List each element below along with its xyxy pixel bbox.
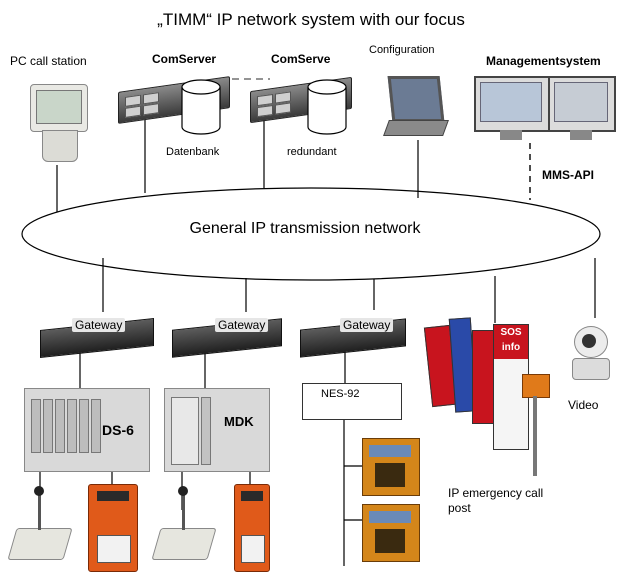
mdk-microphone-console (151, 528, 217, 560)
mdk-rack (164, 388, 270, 472)
mdk-orange-terminal (234, 484, 270, 572)
ds6-mic-head (34, 486, 44, 496)
mdk-mic-head (178, 486, 188, 496)
mms-api-label: MMS-API (542, 168, 594, 182)
emergency-post-2 (362, 504, 420, 562)
sos-pole (533, 396, 537, 476)
gateway3-label: Gateway (340, 318, 394, 332)
nes92-label: NES-92 (321, 388, 360, 400)
network-ellipse (21, 187, 601, 281)
management-monitor-2 (548, 76, 616, 144)
mdk-mic-stem (182, 492, 185, 530)
configuration-label: Configuration (369, 44, 435, 56)
redundant-cylinder (307, 79, 347, 135)
redundant-label: redundant (287, 146, 337, 158)
mdk-label: MDK (224, 414, 254, 429)
ds6-orange-terminal (88, 484, 138, 572)
sos-post-3 (472, 330, 496, 424)
configuration-laptop (383, 76, 449, 140)
ds6-rack (24, 388, 150, 472)
emergency-label: IP emergency call post (448, 486, 544, 515)
pc-call-station-device (28, 84, 90, 166)
diagram-title: „TIMM“ IP network system with our focus (157, 10, 465, 29)
comserver1-label: ComServer (152, 52, 217, 66)
comserver2-label: ComServe (271, 52, 331, 66)
video-label: Video (568, 398, 599, 412)
ds6-label: DS-6 (102, 422, 134, 438)
video-camera (570, 318, 610, 382)
gateway1-label: Gateway (72, 318, 126, 332)
management-monitor-1 (474, 76, 550, 144)
sos-pole-box (522, 374, 550, 398)
pc-call-station-label: PC call station (10, 54, 87, 68)
sos-info-sign: SOS info (494, 325, 528, 359)
ds6-microphone-console (7, 528, 73, 560)
gateway2-label: Gateway (215, 318, 269, 332)
management-label: Managementsystem (486, 54, 601, 68)
network-label: General IP transmission network (189, 220, 421, 237)
ds6-mic-stem (38, 492, 41, 530)
emergency-post-1 (362, 438, 420, 496)
nes92-box: NES-92 (302, 383, 402, 420)
datenbank-label: Datenbank (166, 146, 220, 158)
datenbank-cylinder (181, 79, 221, 135)
